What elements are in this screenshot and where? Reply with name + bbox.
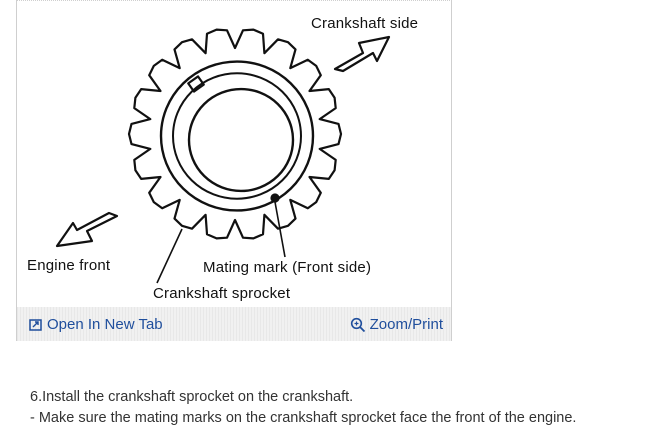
- label-crankshaft-side: Crankshaft side: [311, 15, 419, 32]
- engine-front-arrow: [55, 211, 119, 248]
- zoom-print-label: Zoom/Print: [369, 316, 443, 333]
- open-in-new-tab-label: Open In New Tab: [47, 316, 163, 333]
- label-engine-front: Engine front: [27, 257, 111, 274]
- sprocket-gear: [127, 28, 343, 240]
- sprocket-teeth: [127, 28, 343, 240]
- keyway-notch: [187, 75, 205, 93]
- zoom-print-link[interactable]: Zoom/Print: [350, 316, 443, 333]
- sprocket-hub-ring: [172, 72, 302, 200]
- new-tab-icon: [29, 318, 42, 331]
- instruction-note: - Make sure the mating marks on the cran…: [30, 410, 577, 426]
- instruction-text: 6.Install the crankshaft sprocket on the…: [30, 387, 576, 429]
- sprocket-leader-line: [156, 228, 183, 284]
- sprocket-diagram: Crankshaft side Engine front Mating mark…: [17, 1, 453, 307]
- crankshaft-side-arrow: [333, 35, 391, 73]
- sprocket-outer-ring: [159, 60, 315, 212]
- label-crankshaft-sprocket: Crankshaft sprocket: [153, 285, 291, 302]
- sprocket-bore: [187, 87, 295, 193]
- figure-toolbar: Open In New Tab Zoom/Print: [17, 307, 451, 341]
- figure-container: Crankshaft side Engine front Mating mark…: [16, 0, 452, 341]
- magnifier-icon: [350, 317, 365, 332]
- mating-mark-leader-line: [274, 201, 286, 258]
- instruction-step: 6.Install the crankshaft sprocket on the…: [30, 389, 354, 405]
- sprocket-illustration: [55, 28, 391, 284]
- open-in-new-tab-link[interactable]: Open In New Tab: [29, 316, 163, 333]
- label-mating-mark: Mating mark (Front side): [203, 259, 372, 276]
- mating-mark-dot: [270, 193, 280, 203]
